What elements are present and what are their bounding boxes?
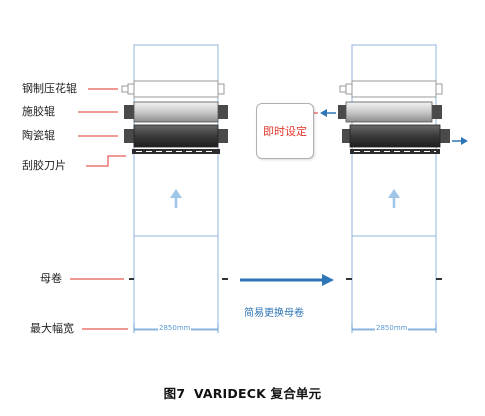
right-width-value: 2850mm	[375, 324, 409, 332]
left-embossing-roller	[121, 80, 225, 98]
leader-doctor-blade	[86, 155, 126, 167]
label-doctor-blade: 刮胶刀片	[22, 159, 66, 172]
mother-roll-change-arrow	[240, 274, 334, 286]
rubber-roller-shift-arrow	[320, 109, 336, 117]
label-max-width: 最大幅宽	[30, 322, 74, 335]
right-doctor-blade	[350, 149, 440, 154]
leader-lines	[70, 88, 128, 330]
figure-title: VARIDECK 复合单元	[193, 386, 322, 401]
label-mother-roll: 母卷	[40, 272, 62, 285]
label-ceramic-roller: 陶瓷辊	[22, 129, 55, 142]
left-rubber-roller	[124, 101, 228, 123]
right-ceramic-roller	[342, 124, 450, 148]
instant-setting-label: 即时设定	[263, 125, 307, 138]
instant-setting-box: 即时设定	[256, 103, 314, 159]
left-ceramic-roller	[124, 124, 228, 148]
label-embossing-roller: 钢制压花辊	[22, 82, 77, 95]
right-web-direction-arrow	[388, 189, 400, 208]
figure-caption: 图7 VARIDECK 复合单元	[0, 383, 485, 402]
figure-number: 图7	[163, 386, 186, 401]
right-embossing-roller	[339, 80, 443, 98]
left-unit	[121, 44, 228, 333]
right-rubber-roller	[338, 101, 442, 123]
left-width-value: 2850mm	[158, 324, 192, 332]
ceramic-roller-shift-arrow	[452, 137, 468, 145]
quick-change-label: 简易更换母卷	[244, 308, 304, 319]
left-web-direction-arrow	[170, 189, 182, 208]
right-unit	[320, 44, 468, 333]
label-rubber-roller: 施胶辊	[22, 105, 55, 118]
left-doctor-blade	[132, 149, 220, 154]
